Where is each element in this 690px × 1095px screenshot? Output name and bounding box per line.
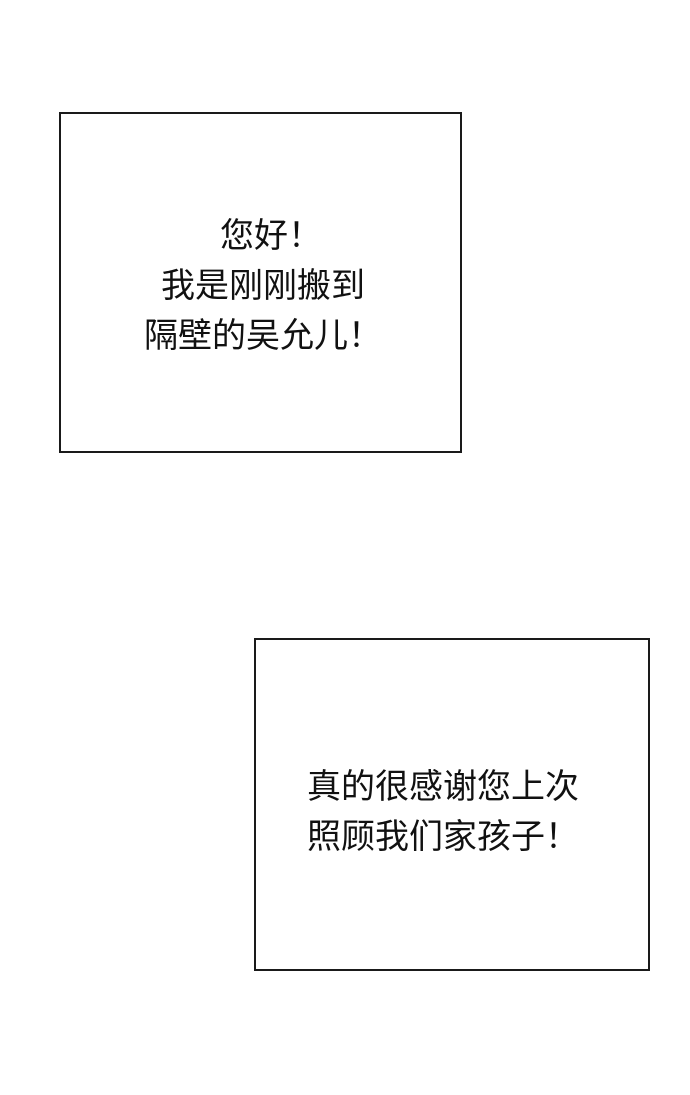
- caption-line: 您好！: [220, 216, 322, 256]
- caption-line: 我是刚刚搬到: [161, 266, 365, 306]
- caption-line: 真的很感谢您上次: [307, 767, 579, 807]
- caption-line: 照顾我们家孩子！: [307, 817, 579, 857]
- caption-line: 隔壁的吴允儿！: [144, 316, 382, 356]
- caption-box-thanks: 真的很感谢您上次 照顾我们家孩子！: [254, 638, 650, 971]
- caption-box-greeting: 您好！ 我是刚刚搬到 隔壁的吴允儿！: [59, 112, 462, 453]
